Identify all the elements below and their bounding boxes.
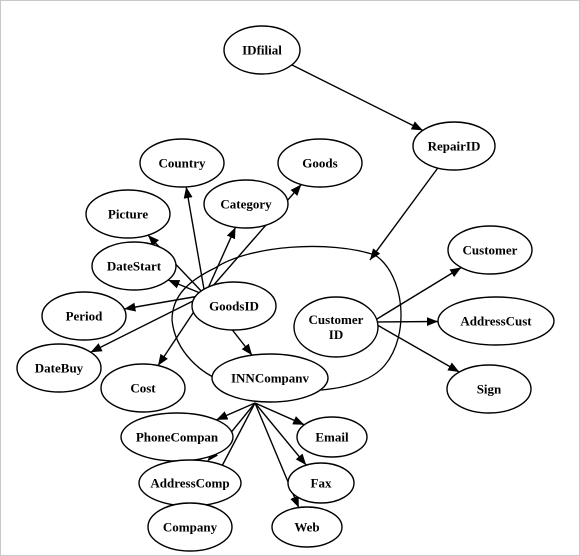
edge-inncompany-to-email <box>254 402 305 426</box>
node-label-goods: Goods <box>302 156 337 171</box>
node-ellipse-web <box>271 506 343 548</box>
edge-goodsid-to-category <box>204 226 237 296</box>
edge-inncompany-to-phonecompan <box>216 402 256 421</box>
edge-repairid-to-blob <box>369 167 439 261</box>
edge-goodsid-to-period <box>124 294 206 312</box>
node-label-idfilial: IDfilial <box>242 43 282 58</box>
node-label-customer: Customer <box>463 243 518 258</box>
node-web: Web <box>271 506 343 548</box>
node-company: Company <box>147 502 233 552</box>
node-label-sign: Sign <box>477 382 502 397</box>
node-label-customerid: ID <box>329 327 343 342</box>
node-ellipse-goodsid <box>191 281 277 331</box>
node-addresscust: AddressCust <box>437 296 555 346</box>
node-ellipse-inncompany <box>211 353 329 403</box>
node-addresscomp: AddressComp <box>138 459 242 507</box>
edge-goodsid-to-datebuy <box>90 294 206 353</box>
node-label-customerid: Customer <box>309 312 364 327</box>
node-sign: Sign <box>446 364 532 414</box>
node-fax: Fax <box>287 462 355 504</box>
node-email: Email <box>296 416 368 458</box>
edge-goodsid-to-country <box>183 186 206 296</box>
node-ellipse-company <box>147 502 233 552</box>
node-label-country: Country <box>159 156 206 171</box>
node-label-addresscust: AddressCust <box>460 314 532 329</box>
node-ellipse-sign <box>446 364 532 414</box>
node-datebuy: DateBuy <box>16 343 102 393</box>
node-picture: Picture <box>85 189 171 239</box>
node-ellipse-goods <box>277 138 363 188</box>
node-phonecompan: PhoneCompan <box>120 412 234 462</box>
edge-customerid-to-sign <box>371 321 460 373</box>
node-ellipse-cost <box>100 363 186 413</box>
node-ellipse-datebuy <box>16 343 102 393</box>
node-ellipse-repairid <box>412 121 496 171</box>
node-datestart: DateStart <box>91 241 177 291</box>
node-label-picture: Picture <box>108 207 148 222</box>
node-ellipse-category <box>203 179 289 229</box>
node-label-web: Web <box>294 520 319 535</box>
node-ellipse-email <box>296 416 368 458</box>
node-cost: Cost <box>100 363 186 413</box>
node-label-repairid: RepairID <box>428 139 481 154</box>
node-ellipse-datestart <box>91 241 177 291</box>
node-goodsid: GoodsID <box>191 281 277 331</box>
edge-customerid-to-addresscust <box>371 317 439 327</box>
node-label-fax: Fax <box>311 476 332 491</box>
node-label-datestart: DateStart <box>107 259 162 274</box>
node-ellipse-fax <box>287 462 355 504</box>
node-ellipse-country <box>139 138 225 188</box>
node-label-category: Category <box>220 197 272 212</box>
edge-inncompany-to-fax <box>254 402 307 466</box>
node-label-datebuy: DateBuy <box>35 361 84 376</box>
node-label-cost: Cost <box>130 381 156 396</box>
node-label-phonecompan: PhoneCompan <box>136 430 219 445</box>
node-ellipse-period <box>41 291 127 341</box>
node-category: Category <box>203 179 289 229</box>
node-customer: Customer <box>447 225 533 275</box>
node-ellipse-customerid <box>293 296 379 358</box>
node-country: Country <box>139 138 225 188</box>
node-label-period: Period <box>66 309 104 324</box>
edge-idfilial-to-repairid <box>291 64 424 132</box>
node-inncompany: INNCompanv <box>211 353 329 403</box>
node-repairid: RepairID <box>412 121 496 171</box>
node-label-goodsid: GoodsID <box>209 299 259 314</box>
node-label-inncompany: INNCompanv <box>231 371 310 386</box>
node-period: Period <box>41 291 127 341</box>
node-ellipse-addresscust <box>437 296 555 346</box>
node-label-addresscomp: AddressComp <box>150 476 229 491</box>
node-idfilial: IDfilial <box>223 25 301 75</box>
key-grouping-outline <box>171 245 402 392</box>
node-ellipse-picture <box>85 189 171 239</box>
node-ellipse-customer <box>447 225 533 275</box>
node-ellipse-idfilial <box>223 25 301 75</box>
edge-customerid-to-customer <box>371 266 462 323</box>
node-label-company: Company <box>163 520 218 535</box>
node-goods: Goods <box>277 138 363 188</box>
node-label-email: Email <box>315 430 349 445</box>
